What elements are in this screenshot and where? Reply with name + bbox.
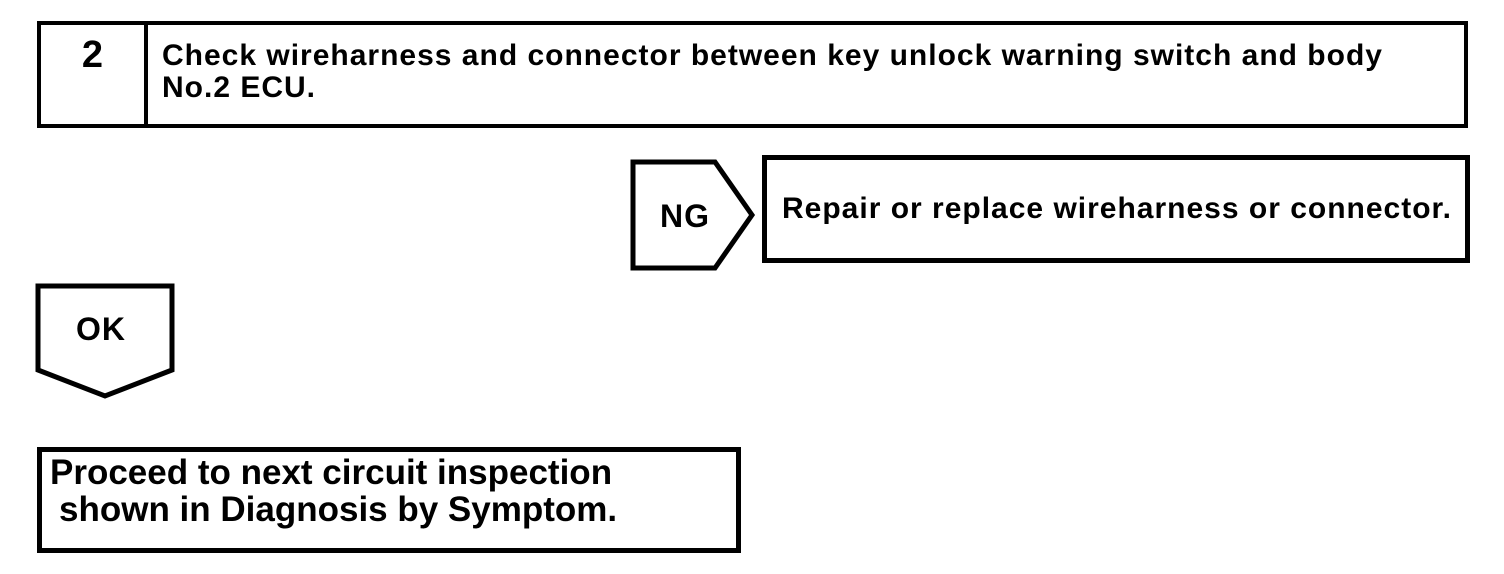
step-box: 2 Check wireharness and connector betwee… (37, 21, 1468, 128)
step-instruction: Check wireharness and connector between … (148, 25, 1464, 124)
ok-pentagon-outline (35, 283, 175, 399)
step-instruction-line1: Check wireharness and connector between … (162, 39, 1383, 72)
ng-result-box: Repair or replace wireharness or connect… (762, 155, 1470, 263)
ok-label: OK (76, 311, 126, 347)
step-instruction-line2: No.2 ECU. (162, 71, 317, 104)
ng-label: NG (660, 198, 710, 234)
ok-result-line2: shown in Diagnosis by Symptom. (59, 490, 618, 529)
ng-connector-shape: NG (630, 159, 756, 271)
step-number: 2 (41, 25, 148, 124)
ng-result-text: Repair or replace wireharness or connect… (782, 192, 1452, 225)
ok-connector-shape: OK (35, 283, 175, 399)
ng-pentagon-outline (630, 159, 756, 271)
ok-result-line1: Proceed to next circuit inspection (50, 453, 613, 492)
ok-result-box: Proceed to next circuit inspection shown… (37, 447, 741, 553)
